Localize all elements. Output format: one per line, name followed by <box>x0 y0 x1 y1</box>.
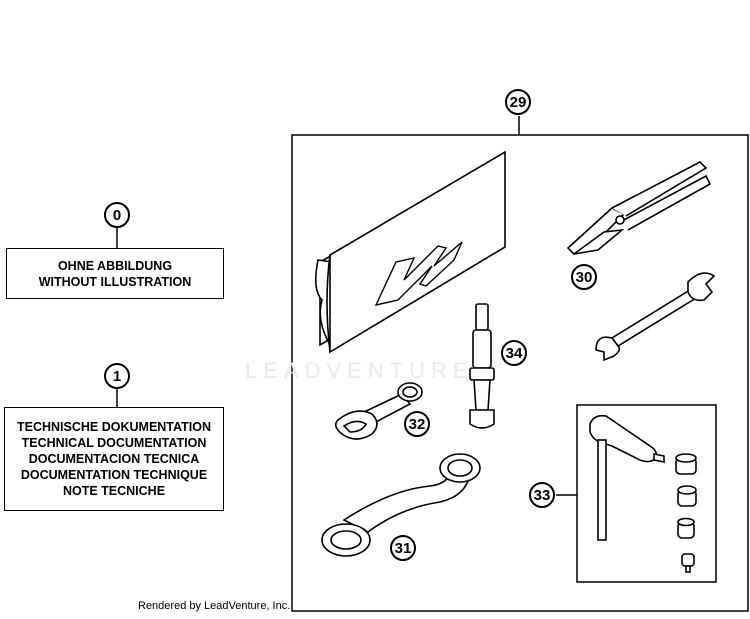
spindle-tool-drawing <box>469 303 495 429</box>
allen-key-set-frame <box>576 404 717 583</box>
box1-line3: DOCUMENTACION TECNICA <box>28 452 200 466</box>
callout-30[interactable]: 30 <box>571 264 597 290</box>
callout-31[interactable]: 31 <box>390 535 416 561</box>
box1-line4: DOCUMENTATION TECHNIQUE <box>20 468 208 482</box>
box1-line5: NOTE TECNICHE <box>62 484 166 498</box>
tool-pouch-drawing <box>314 150 506 354</box>
technical-documentation-box: TECHNISCHE DOKUMENTATION TECHNICAL DOCUM… <box>4 407 224 511</box>
ring-spanner-drawing <box>334 382 423 440</box>
open-end-wrench-drawing <box>595 272 716 362</box>
watermark-text: LEADVENTURE <box>245 358 474 383</box>
callout-32[interactable]: 32 <box>404 411 430 437</box>
allen-key-set-drawing <box>589 414 697 573</box>
pliers-drawing <box>566 161 712 256</box>
box0-line2: WITHOUT ILLUSTRATION <box>38 274 192 289</box>
callout-0[interactable]: 0 <box>104 202 130 228</box>
box1-line1: TECHNISCHE DOKUMENTATION <box>17 420 211 434</box>
render-credit: Rendered by LeadVenture, Inc. <box>138 600 291 612</box>
box1-line2: TECHNICAL DOCUMENTATION <box>21 436 207 450</box>
tool-kit-frame <box>291 134 749 612</box>
box0-line1: OHNE ABBILDUNG <box>57 258 173 273</box>
double-ring-spanner-drawing <box>321 453 481 557</box>
callout-34[interactable]: 34 <box>501 340 527 366</box>
callout-33[interactable]: 33 <box>529 482 555 508</box>
callout-29[interactable]: 29 <box>505 89 531 115</box>
without-illustration-box: OHNE ABBILDUNG WITHOUT ILLUSTRATION <box>6 248 224 299</box>
callout-1[interactable]: 1 <box>104 363 130 389</box>
